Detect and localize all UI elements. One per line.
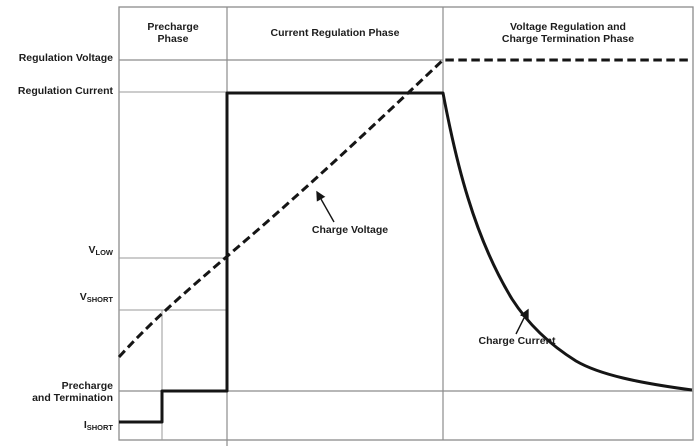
charge-voltage-arrow	[316, 190, 335, 223]
label-vshort-subscript: SHORT	[86, 295, 113, 304]
plot-border	[118, 6, 694, 441]
charge-voltage-curve	[117, 58, 692, 359]
label-vlow: VLOW	[88, 244, 113, 257]
phase-header-precharge: Precharge Phase	[119, 21, 227, 45]
phase-header-current-regulation: Current Regulation Phase	[270, 27, 400, 39]
charge-current-curve	[119, 91, 693, 424]
label-vlow-subscript: LOW	[95, 248, 114, 257]
phase-header-precharge-line1: Precharge	[147, 21, 199, 33]
label-vshort-main: V	[79, 291, 87, 303]
label-ishort-subscript: SHORT	[86, 423, 113, 432]
label-precharge-termination-line1: Precharge	[61, 380, 113, 392]
label-regulation-voltage: Regulation Voltage	[18, 52, 113, 64]
label-vshort: VSHORT	[80, 291, 113, 304]
phase-header-voltage-regulation: Voltage Regulation and Charge Terminatio…	[443, 21, 693, 45]
label-precharge-termination: Precharge and Termination	[32, 380, 113, 404]
annotation-charge-voltage: Charge Voltage	[311, 224, 389, 236]
phase-header-precharge-line2: Phase	[157, 33, 189, 45]
label-precharge-termination-line2: and Termination	[32, 392, 113, 404]
annotation-charge-current: Charge Current	[478, 335, 556, 347]
phase-header-voltage-regulation-line1: Voltage Regulation and	[510, 21, 626, 33]
label-ishort-main: I	[83, 419, 87, 431]
label-ishort: ISHORT	[84, 419, 113, 432]
label-regulation-current: Regulation Current	[17, 85, 113, 97]
charge-current-arrow	[515, 308, 529, 335]
label-vlow-main: V	[88, 244, 96, 256]
phase-header-voltage-regulation-line2: Charge Termination Phase	[501, 33, 635, 45]
